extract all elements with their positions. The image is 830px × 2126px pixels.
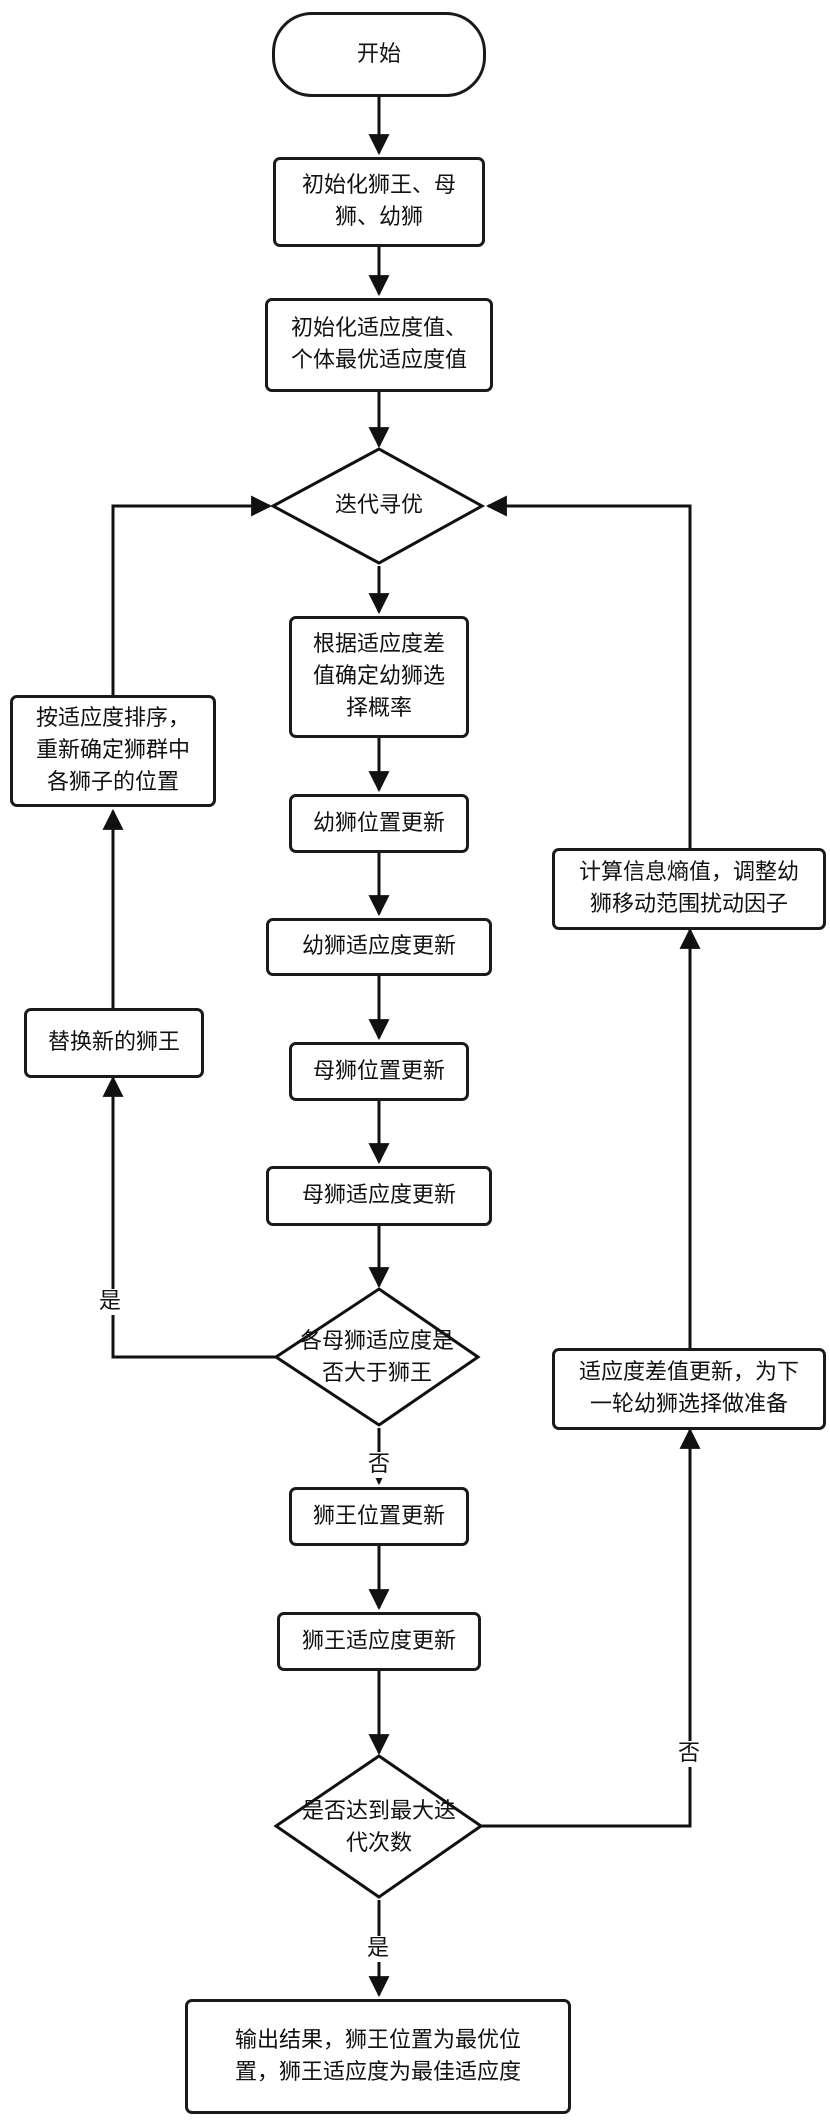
cub-position-box: 幼狮位置更新: [289, 794, 469, 853]
init-lions-box: 初始化狮王、母 狮、幼狮: [273, 157, 485, 247]
cub-fitness-box: 幼狮适应度更新: [266, 918, 492, 976]
entropy-box: 计算信息熵值，调整幼 狮移动范围扰动因子: [552, 848, 826, 930]
start-terminal: 开始: [272, 12, 486, 97]
decision-iterate-shape: [269, 447, 486, 565]
init-fitness-box: 初始化适应度值、 个体最优适应度值: [265, 298, 493, 392]
decision-iterate-label: 迭代寻优: [334, 493, 423, 518]
max-yes-label: 是: [367, 1936, 390, 1962]
edge-max-diff: [481, 1427, 701, 1828]
edge-compare-replace: [102, 1075, 276, 1359]
lioness-fitness-box: 母狮适应度更新: [266, 1166, 492, 1226]
replace-king-box: 替换新的狮王: [24, 1008, 204, 1078]
cub-probability-box: 根据适应度差 值确定幼狮选 择概率: [289, 616, 469, 738]
edge-entropy-iterate: [485, 495, 692, 848]
decision-compare-shape: [273, 1287, 481, 1427]
compare-yes-label: 是: [99, 1289, 122, 1315]
resort-lions-box: 按适应度排序， 重新确定狮群中 各狮子的位置: [10, 695, 216, 807]
edge-resort-iterate: [111, 495, 273, 695]
decision-max-shape: [273, 1754, 484, 1899]
max-no-label: 否: [678, 1741, 701, 1767]
decision-compare-label: 各母狮适应度是 否大于狮王: [299, 1329, 454, 1386]
output-box: 输出结果，狮王位置为最优位 置，狮王适应度为最佳适应度: [185, 1999, 571, 2114]
king-fitness-box: 狮王适应度更新: [277, 1612, 481, 1671]
fitness-diff-update-box: 适应度差值更新，为下 一轮幼狮选择做准备: [552, 1348, 826, 1430]
lioness-position-box: 母狮位置更新: [289, 1042, 469, 1101]
decision-max-iter-label: 是否达到最大迭 代次数: [301, 1799, 456, 1856]
compare-no-label: 否: [368, 1452, 391, 1478]
king-position-box: 狮王位置更新: [289, 1487, 469, 1546]
